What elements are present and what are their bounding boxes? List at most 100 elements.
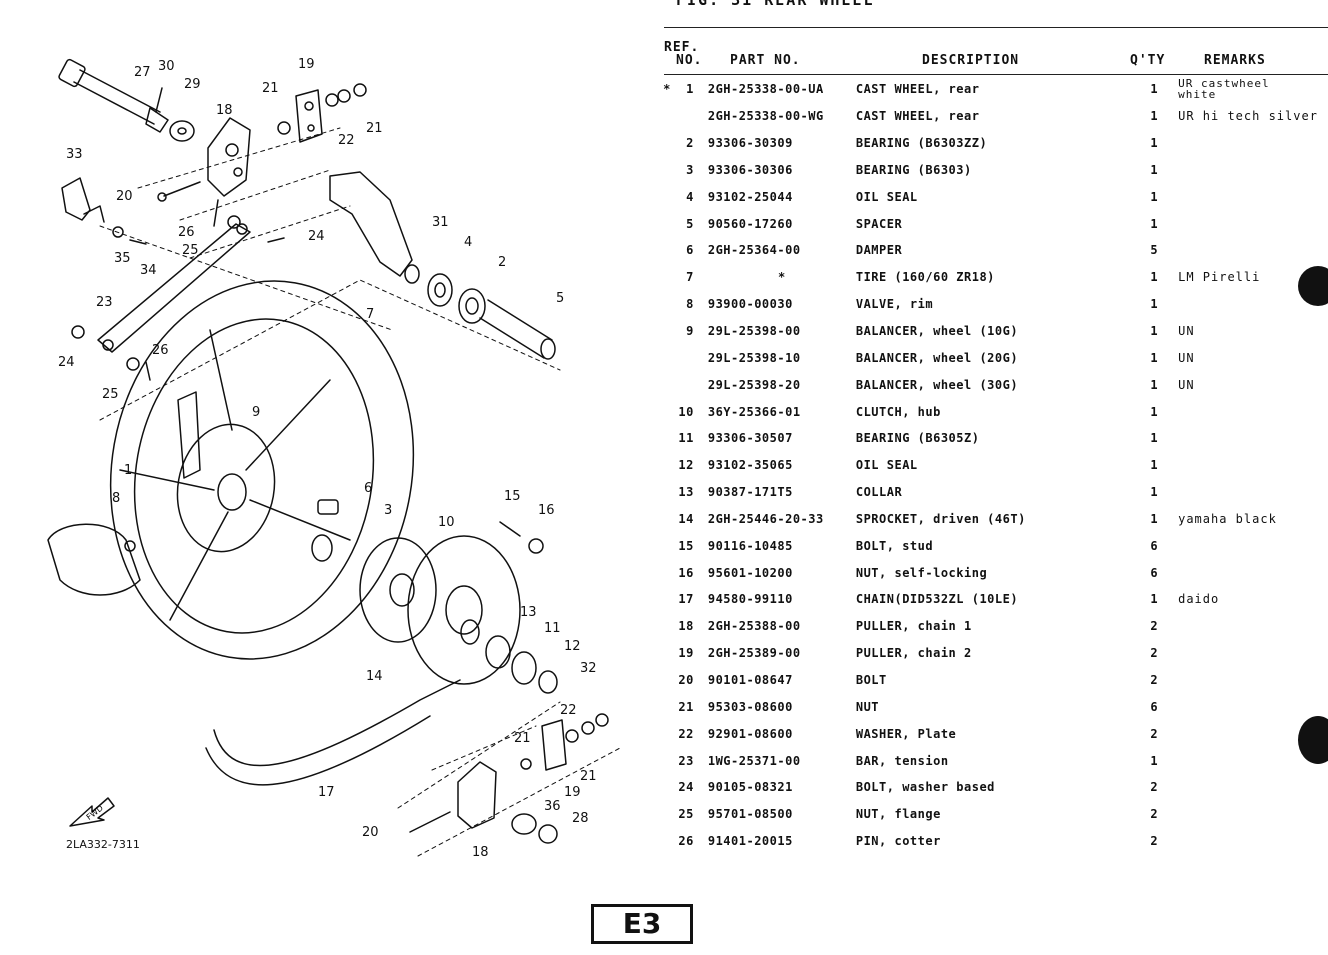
- callout-31: 31: [432, 215, 449, 230]
- callout-27: 27: [134, 65, 151, 80]
- callout-10: 10: [438, 515, 455, 530]
- part-number: 91401-20015: [707, 834, 793, 849]
- collar-part: [404, 264, 420, 284]
- callout-23: 23: [96, 295, 113, 310]
- rear-wheel-diagram-svg: 27 30 29 19 21 22 21 18 33 20 26 25 24 3…: [47, 57, 621, 860]
- remarks: [1178, 693, 1328, 720]
- callout-1: 1: [124, 463, 132, 478]
- callout-19-top: 19: [298, 57, 315, 72]
- remarks: [1178, 479, 1328, 506]
- tire-part: [47, 523, 141, 596]
- ref-mark: [660, 506, 674, 533]
- part-number: 93306-30306: [707, 162, 793, 177]
- callout-22-top: 22: [338, 133, 355, 148]
- description: PIN, cotter: [855, 834, 941, 849]
- sprocket-part: [407, 535, 521, 685]
- ref-mark: [660, 693, 674, 720]
- quantity: 1: [1150, 377, 1159, 392]
- ref-no: 24: [678, 780, 694, 795]
- description: PULLER, chain 1: [855, 619, 972, 634]
- part-number: 95701-08500: [707, 807, 793, 822]
- callout-26-left: 26: [152, 343, 169, 358]
- callout-18-top: 18: [216, 103, 233, 118]
- self-locking-nut-part: [528, 538, 544, 554]
- page-code: E3: [591, 904, 693, 944]
- description: BOLT, stud: [855, 538, 934, 553]
- callout-24-left: 24: [58, 355, 75, 370]
- diagram-code: 2LA332-7311: [66, 838, 140, 851]
- ref-no: 25: [678, 807, 694, 822]
- remarks: yamaha black: [1178, 511, 1277, 526]
- oil-seal-part: [427, 273, 453, 307]
- ref-mark: [660, 210, 674, 237]
- quantity: 2: [1150, 834, 1159, 849]
- callout-11: 11: [544, 621, 561, 636]
- quantity: 1: [1150, 350, 1159, 365]
- description: CHAIN(DID532ZL (10LE): [855, 592, 1019, 607]
- quantity: 1: [1150, 511, 1159, 526]
- title-rule: [664, 27, 1328, 28]
- description: CAST WHEEL, rear: [855, 109, 980, 124]
- remarks: [1178, 640, 1328, 667]
- quantity: 1: [1150, 109, 1159, 124]
- remarks: [1178, 452, 1328, 479]
- ref-no: 10: [678, 404, 694, 419]
- remarks: [1178, 237, 1328, 264]
- callout-3: 3: [384, 503, 392, 518]
- description: VALVE, rim: [855, 297, 934, 312]
- ref-mark: [660, 264, 674, 291]
- ref-no: 4: [686, 189, 694, 204]
- quantity: 1: [1150, 189, 1159, 204]
- callout-25-top: 25: [182, 243, 199, 258]
- part-number: 93306-30507: [707, 431, 793, 446]
- callout-21-bottom: 21: [514, 731, 531, 746]
- spacer-part: [479, 299, 553, 359]
- callout-14: 14: [366, 669, 383, 684]
- part-number: 29L-25398-00: [707, 324, 801, 339]
- ref-no: 5: [686, 216, 694, 231]
- description: NUT: [855, 699, 880, 714]
- quantity: 1: [1150, 324, 1159, 339]
- callout-9: 9: [252, 405, 260, 420]
- description: BALANCER, wheel (20G): [855, 350, 1019, 365]
- ref-mark: [660, 425, 674, 452]
- callout-22-bottom: 22: [560, 703, 577, 718]
- description: PULLER, chain 2: [855, 646, 972, 661]
- remarks: UN: [1178, 350, 1195, 365]
- header-remarks: REMARKS: [1204, 53, 1266, 68]
- callout-34: 34: [140, 263, 157, 278]
- description: BAR, tension: [855, 753, 949, 768]
- callout-20-bottom: 20: [362, 825, 379, 840]
- remarks: UR hi tech silver: [1178, 109, 1318, 124]
- part-number: 93102-35065: [707, 458, 793, 473]
- ref-no: 12: [678, 458, 694, 473]
- ref-mark: [660, 237, 674, 264]
- callout-24-top: 24: [308, 229, 325, 244]
- description: WASHER, Plate: [855, 726, 957, 741]
- binder-hole: [1298, 266, 1328, 306]
- callout-25-left: 25: [102, 387, 119, 402]
- ref-no: 3: [686, 162, 694, 177]
- ref-mark: [660, 371, 674, 398]
- description: BALANCER, wheel (30G): [855, 377, 1019, 392]
- remarks: [1178, 183, 1328, 210]
- part-number: 94580-99110: [707, 592, 793, 607]
- part-number: 29L-25398-20: [707, 377, 801, 392]
- callout-21-top: 21: [262, 81, 279, 96]
- ref-mark: [660, 828, 674, 855]
- ref-no: 8: [686, 297, 694, 312]
- part-number: 90101-08647: [707, 672, 793, 687]
- header-part-no: PART NO.: [730, 53, 801, 68]
- callout-16: 16: [538, 503, 555, 518]
- ref-no: 16: [678, 565, 694, 580]
- ref-mark: [660, 157, 674, 184]
